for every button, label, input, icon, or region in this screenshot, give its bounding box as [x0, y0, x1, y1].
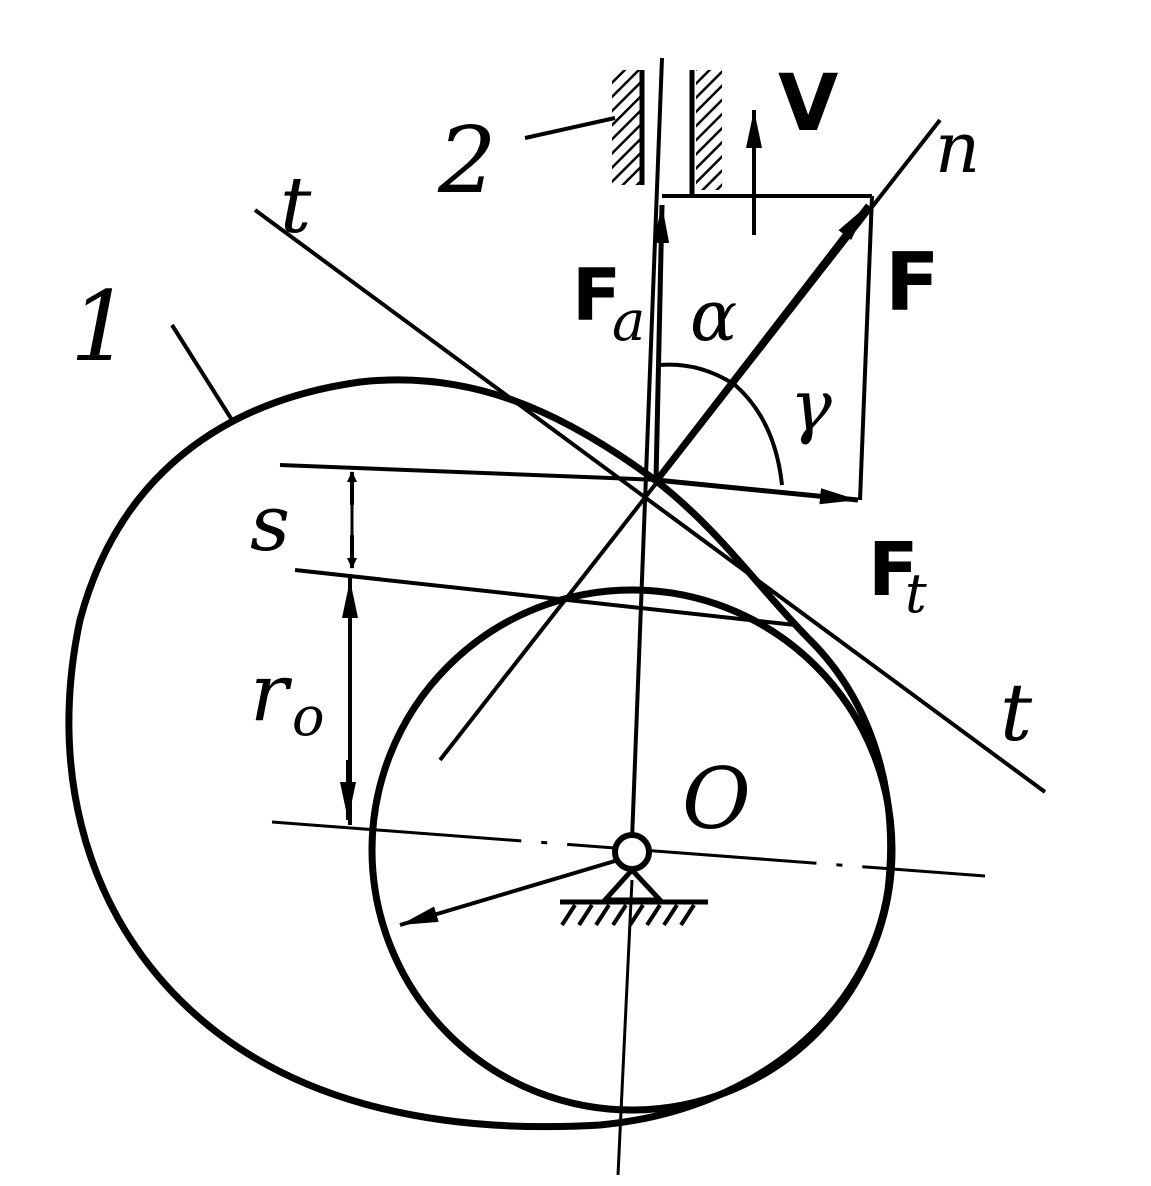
- label-velocity: V: [778, 59, 838, 149]
- base-level-line: [294, 568, 796, 627]
- label-force: F: [885, 236, 940, 329]
- radius-arrow: [399, 856, 626, 927]
- axial-force-arrow: [653, 204, 670, 481]
- label-displacement: s: [250, 479, 290, 569]
- base-circle: [368, 586, 896, 1114]
- resultant-force-arrow: [654, 203, 870, 482]
- guide-right-hatch: [696, 70, 722, 190]
- guide-left-hatch: [612, 70, 642, 185]
- normal-line: [438, 118, 942, 762]
- follower-leader: [524, 116, 616, 140]
- label-tangent-top: t: [280, 161, 312, 251]
- label-base-radius-sub: o: [292, 685, 325, 748]
- label-tangential-force-sub: t: [905, 562, 927, 625]
- label-tangential-force: F: [868, 527, 919, 613]
- label-axial-force: F: [572, 253, 621, 337]
- label-axial-force-sub: a: [612, 289, 645, 354]
- pressure-angle-arc: [659, 362, 737, 387]
- label-normal: n: [935, 107, 980, 189]
- label-center: O: [682, 750, 751, 848]
- label-pressure-angle: α: [690, 275, 737, 357]
- tangent-line: [253, 208, 1047, 794]
- cam-leader: [170, 323, 234, 422]
- pivot-joint: [612, 832, 652, 872]
- label-base-radius: r: [250, 646, 293, 739]
- cam-profile: [65, 376, 895, 1131]
- label-tangent-bottom: t: [1000, 666, 1033, 759]
- follower-axis: [630, 57, 664, 841]
- contact-level-line: [279, 463, 661, 482]
- label-transmission-angle: γ: [790, 365, 832, 447]
- center-vertical-line: [616, 879, 634, 1176]
- label-cam: 1: [70, 271, 131, 383]
- transmission-angle-arc: [733, 383, 784, 486]
- label-follower: 2: [437, 107, 497, 214]
- tangential-force-arrow: [655, 477, 859, 505]
